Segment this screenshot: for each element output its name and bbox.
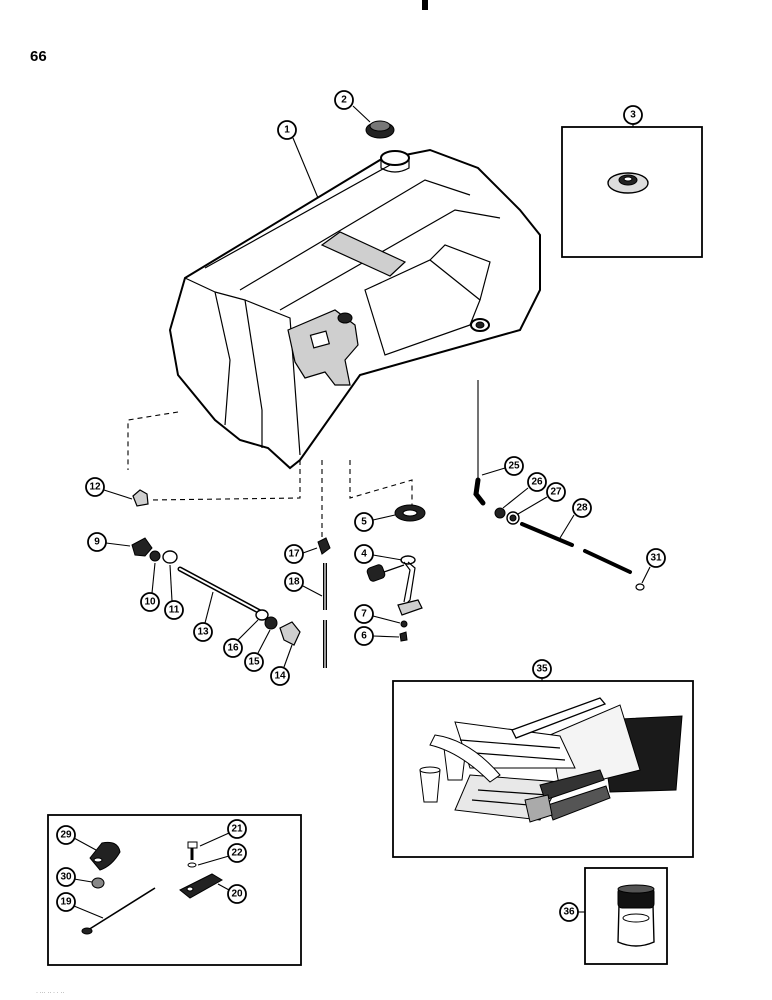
fuel-tank: [168, 148, 541, 470]
nut-15: [264, 616, 278, 630]
elbow-fitting-12: [132, 489, 149, 507]
inset-box-3: [561, 126, 703, 258]
callout-27: 27: [546, 482, 566, 502]
callout-16: 16: [223, 638, 243, 658]
vented-cap: [607, 172, 649, 194]
sleeve-27: [506, 511, 520, 525]
svg-text:5: 5: [361, 517, 367, 528]
svg-text:21: 21: [231, 824, 243, 835]
svg-text:4: 4: [361, 549, 367, 560]
lockwasher-7: [400, 620, 408, 628]
svg-text:22: 22: [231, 848, 243, 859]
svg-text:1: 1: [284, 125, 290, 136]
callout-5: 5: [354, 512, 374, 532]
callout-19: 19: [56, 892, 76, 912]
callout-20: 20: [227, 884, 247, 904]
callout-1: 1: [277, 120, 297, 140]
clip-29: [89, 841, 121, 871]
svg-text:20: 20: [231, 889, 243, 900]
svg-text:14: 14: [274, 671, 286, 682]
callout-11: 11: [164, 600, 184, 620]
svg-text:28: 28: [576, 503, 588, 514]
callout-14: 14: [270, 666, 290, 686]
callout-18: 18: [284, 572, 304, 592]
callout-9: 9: [87, 532, 107, 552]
page-number: 66: [30, 48, 47, 65]
svg-text:18: 18: [288, 577, 300, 588]
footer-text: · ··· ·· · · ··: [36, 990, 65, 996]
nut-10: [149, 550, 161, 562]
svg-text:36: 36: [563, 907, 575, 918]
washer-22: [187, 862, 197, 868]
filler-cap: [365, 120, 395, 139]
fuel-line-13: [177, 566, 265, 616]
callout-22: 22: [227, 843, 247, 863]
callout-15: 15: [244, 652, 264, 672]
svg-text:25: 25: [508, 461, 520, 472]
callout-29: 29: [56, 825, 76, 845]
callout-2: 2: [334, 90, 354, 110]
svg-text:15: 15: [248, 657, 260, 668]
top-edge-mark: [422, 0, 428, 10]
callout-25: 25: [504, 456, 524, 476]
callout-7: 7: [354, 604, 374, 624]
callout-36: 36: [559, 902, 579, 922]
nut-26: [494, 507, 506, 519]
callout-30: 30: [56, 867, 76, 887]
svg-text:3: 3: [630, 110, 636, 121]
inset-box-clips: [47, 814, 302, 966]
screw-6: [399, 631, 408, 642]
svg-text:17: 17: [288, 549, 300, 560]
svg-text:2: 2: [341, 95, 347, 106]
svg-text:27: 27: [550, 487, 562, 498]
callout-28: 28: [572, 498, 592, 518]
tube-elbow-25: [473, 477, 486, 506]
sleeve-11: [162, 550, 178, 564]
svg-text:13: 13: [197, 627, 209, 638]
callout-35: 35: [532, 659, 552, 679]
callout-6: 6: [354, 626, 374, 646]
svg-text:11: 11: [169, 605, 180, 616]
svg-text:6: 6: [361, 631, 367, 642]
gasket-5: [394, 504, 426, 522]
callout-31: 31: [646, 548, 666, 568]
callout-13: 13: [193, 622, 213, 642]
svg-text:31: 31: [650, 553, 662, 564]
fuel-line-28: [520, 522, 632, 574]
callout-12: 12: [85, 477, 105, 497]
callout-10: 10: [140, 592, 160, 612]
fitting-17: [317, 537, 331, 555]
inset-box-36: [584, 867, 668, 965]
callout-3: 3: [623, 105, 643, 125]
svg-text:10: 10: [144, 597, 156, 608]
bolt-21: [187, 841, 198, 860]
svg-text:12: 12: [89, 482, 101, 493]
plug-31: [635, 583, 645, 591]
svg-text:26: 26: [531, 477, 543, 488]
fuel-gauge-sender-4: [366, 555, 423, 616]
callout-21: 21: [227, 819, 247, 839]
repair-kit: [419, 697, 683, 823]
cable-tie-19: [81, 887, 156, 935]
svg-text:7: 7: [361, 609, 367, 620]
sealant-jar: [617, 884, 655, 947]
clamp-20: [179, 873, 223, 899]
svg-text:35: 35: [536, 664, 548, 675]
svg-text:9: 9: [94, 537, 100, 548]
nut-30: [91, 877, 105, 889]
svg-text:30: 30: [60, 872, 72, 883]
shutoff-valve-9: [131, 537, 153, 557]
sleeve-16: [255, 609, 269, 621]
callout-26: 26: [527, 472, 547, 492]
svg-text:19: 19: [60, 897, 72, 908]
callout-4: 4: [354, 544, 374, 564]
elbow-14: [279, 621, 301, 646]
inset-box-35: [392, 680, 694, 858]
svg-text:29: 29: [60, 830, 72, 841]
callout-17: 17: [284, 544, 304, 564]
svg-text:16: 16: [227, 643, 239, 654]
